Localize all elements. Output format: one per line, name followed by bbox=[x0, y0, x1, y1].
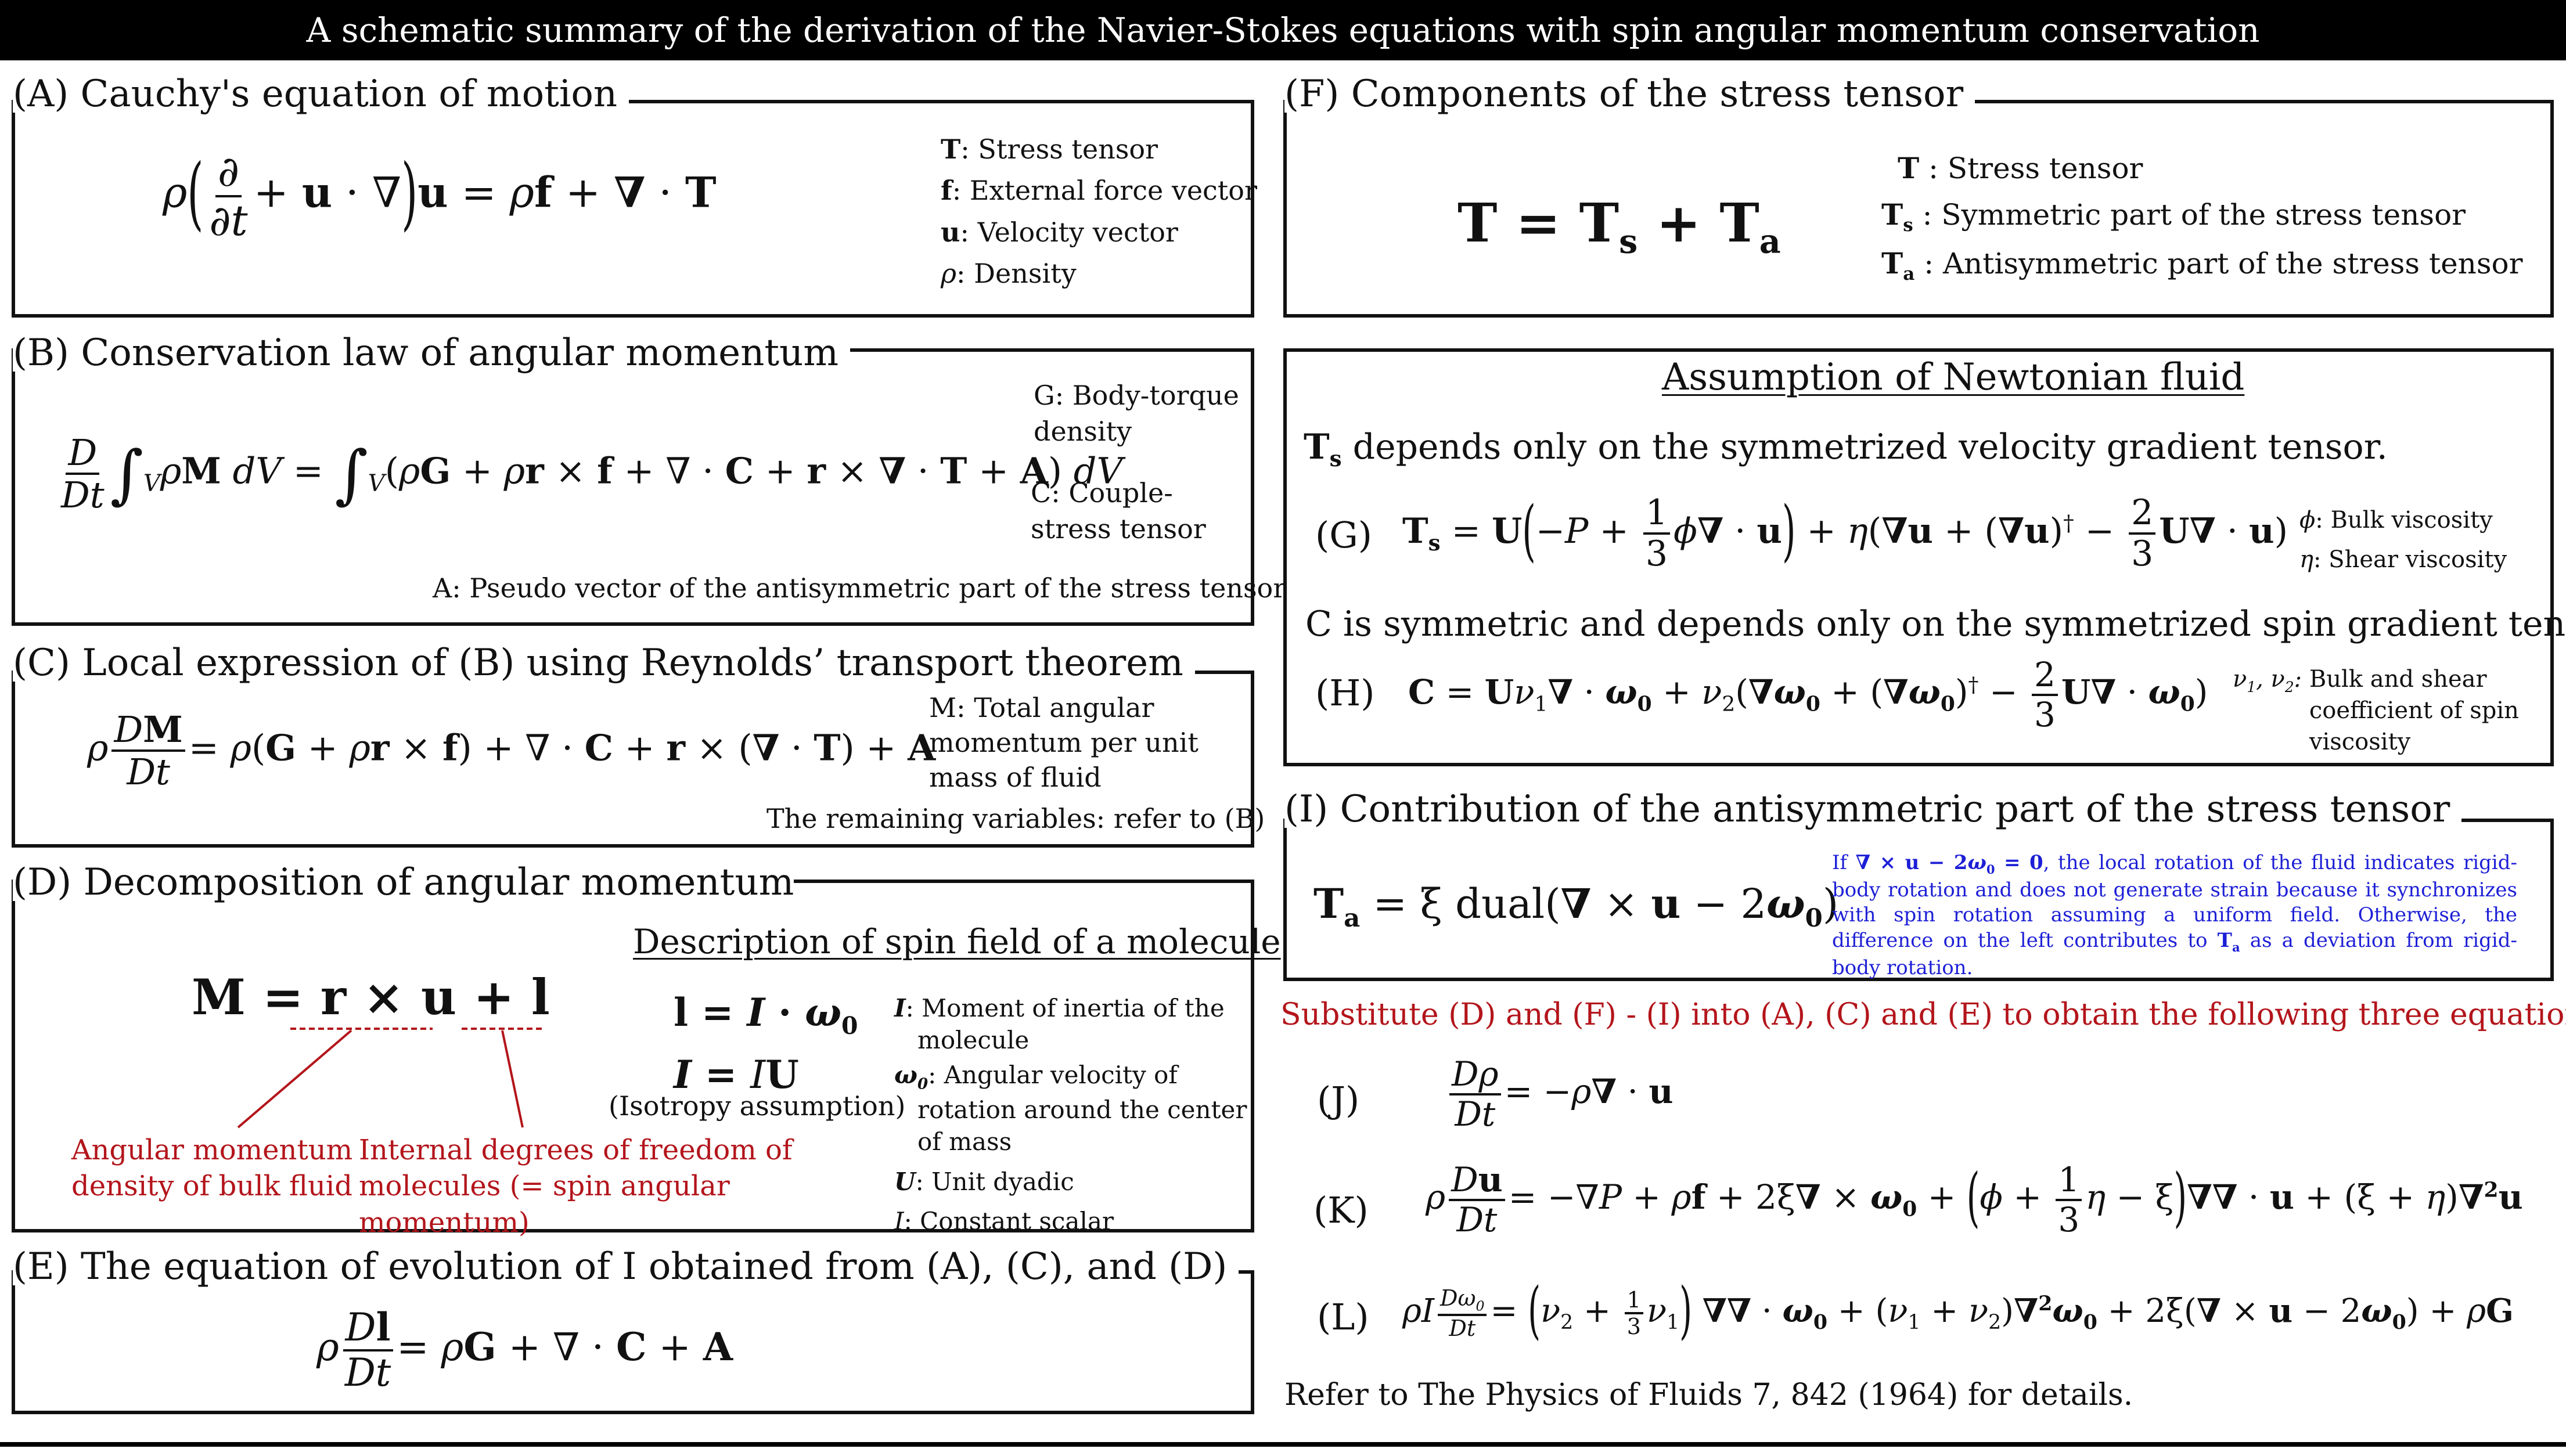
panel-e-heading: (E) The equation of evolution of I obtai… bbox=[13, 1248, 1239, 1285]
bulk-leader bbox=[237, 1029, 352, 1129]
antisymmetric-stress-equation: Ta = ξ dual(∇ × u − 2ω0) bbox=[1313, 880, 1839, 933]
panel-i-heading: (I) Contribution of the antisymmetric pa… bbox=[1284, 791, 2462, 828]
eq-label-g: (G) bbox=[1315, 514, 1372, 556]
momentum-decomposition-equation: M = r × u + l bbox=[192, 968, 550, 1026]
stress-decomposition-equation: T = Ts + Ta bbox=[1457, 192, 1781, 261]
isotropy-note: (Isotropy assumption) bbox=[609, 1090, 906, 1122]
inertia-equation: I = IU bbox=[674, 1052, 799, 1097]
panel-a-legend: T: Stress tensor f: External force vecto… bbox=[941, 134, 1257, 289]
eq-label-l: (L) bbox=[1317, 1296, 1369, 1338]
panel-d-subheading: Description of spin field of a molecule bbox=[633, 922, 1281, 961]
bottom-rule bbox=[0, 1442, 2566, 1447]
panel-b-legend-c: C: Couple-stress tensor bbox=[1031, 477, 1206, 545]
h-legend: ν1, ν2: Bulk and shear coefficient of sp… bbox=[2233, 666, 2519, 755]
eq-label-k: (K) bbox=[1313, 1189, 1369, 1231]
c-statement: C is symmetric and depends only on the s… bbox=[1305, 604, 2566, 644]
panel-i-note: If ∇ × u − 2ω0 = 0, the local rotation o… bbox=[1832, 851, 2518, 979]
eq-label-h: (H) bbox=[1315, 672, 1375, 714]
ts-statement: Ts depends only on the symmetrized veloc… bbox=[1304, 427, 2388, 471]
panel-d-legend: I: Moment of inertia of the molecule ω0:… bbox=[894, 994, 1247, 1236]
panel-a-box bbox=[12, 100, 1254, 318]
panel-c-legend-m: M: Total angular momentum per unit mass … bbox=[929, 692, 1199, 793]
panel-b-heading: (B) Conservation law of angular momentum bbox=[13, 334, 850, 372]
newtonian-heading: Assumption of Newtonian fluid bbox=[1662, 356, 2245, 399]
spin-equation: l = I · ω0 bbox=[674, 990, 858, 1040]
substitution-instruction: Substitute (D) and (F) - (I) into (A), (… bbox=[1280, 997, 2566, 1032]
cauchy-equation: ρ(∂∂t+ u · ∇)u = ρf + ∇ · T bbox=[163, 146, 717, 245]
newtonian-box bbox=[1283, 348, 2554, 766]
page-title: A schematic summary of the derivation of… bbox=[0, 0, 2566, 60]
reference-note: Refer to The Physics of Fluids 7, 842 (1… bbox=[1284, 1378, 2133, 1412]
panel-b-legend-a: A: Pseudo vector of the antisymmetric pa… bbox=[433, 572, 1286, 604]
panel-f-heading: (F) Components of the stress tensor bbox=[1284, 75, 1975, 113]
eq-label-j: (J) bbox=[1317, 1079, 1360, 1121]
panel-f-legend: T : Stress tensor Ts : Symmetric part of… bbox=[1881, 151, 2523, 284]
panel-c-heading: (C) Local expression of (B) using Reynol… bbox=[13, 644, 1195, 682]
label-spin-momentum: Internal degrees of freedom of molecules… bbox=[359, 1134, 793, 1239]
label-bulk-fluid: Angular momentum density of bulk fluid bbox=[71, 1134, 353, 1203]
spin-leader bbox=[501, 1030, 524, 1128]
panel-a-heading: (A) Cauchy's equation of motion bbox=[13, 75, 629, 113]
panel-c-note: The remaining variables: refer to (B) bbox=[766, 803, 1265, 834]
g-legend: ϕ: Bulk viscosity η: Shear viscosity bbox=[2299, 507, 2507, 573]
panel-b-legend-g: G: Body-torque density bbox=[1034, 380, 1239, 448]
panel-d-heading: (D) Decomposition of angular momentum bbox=[13, 861, 794, 904]
